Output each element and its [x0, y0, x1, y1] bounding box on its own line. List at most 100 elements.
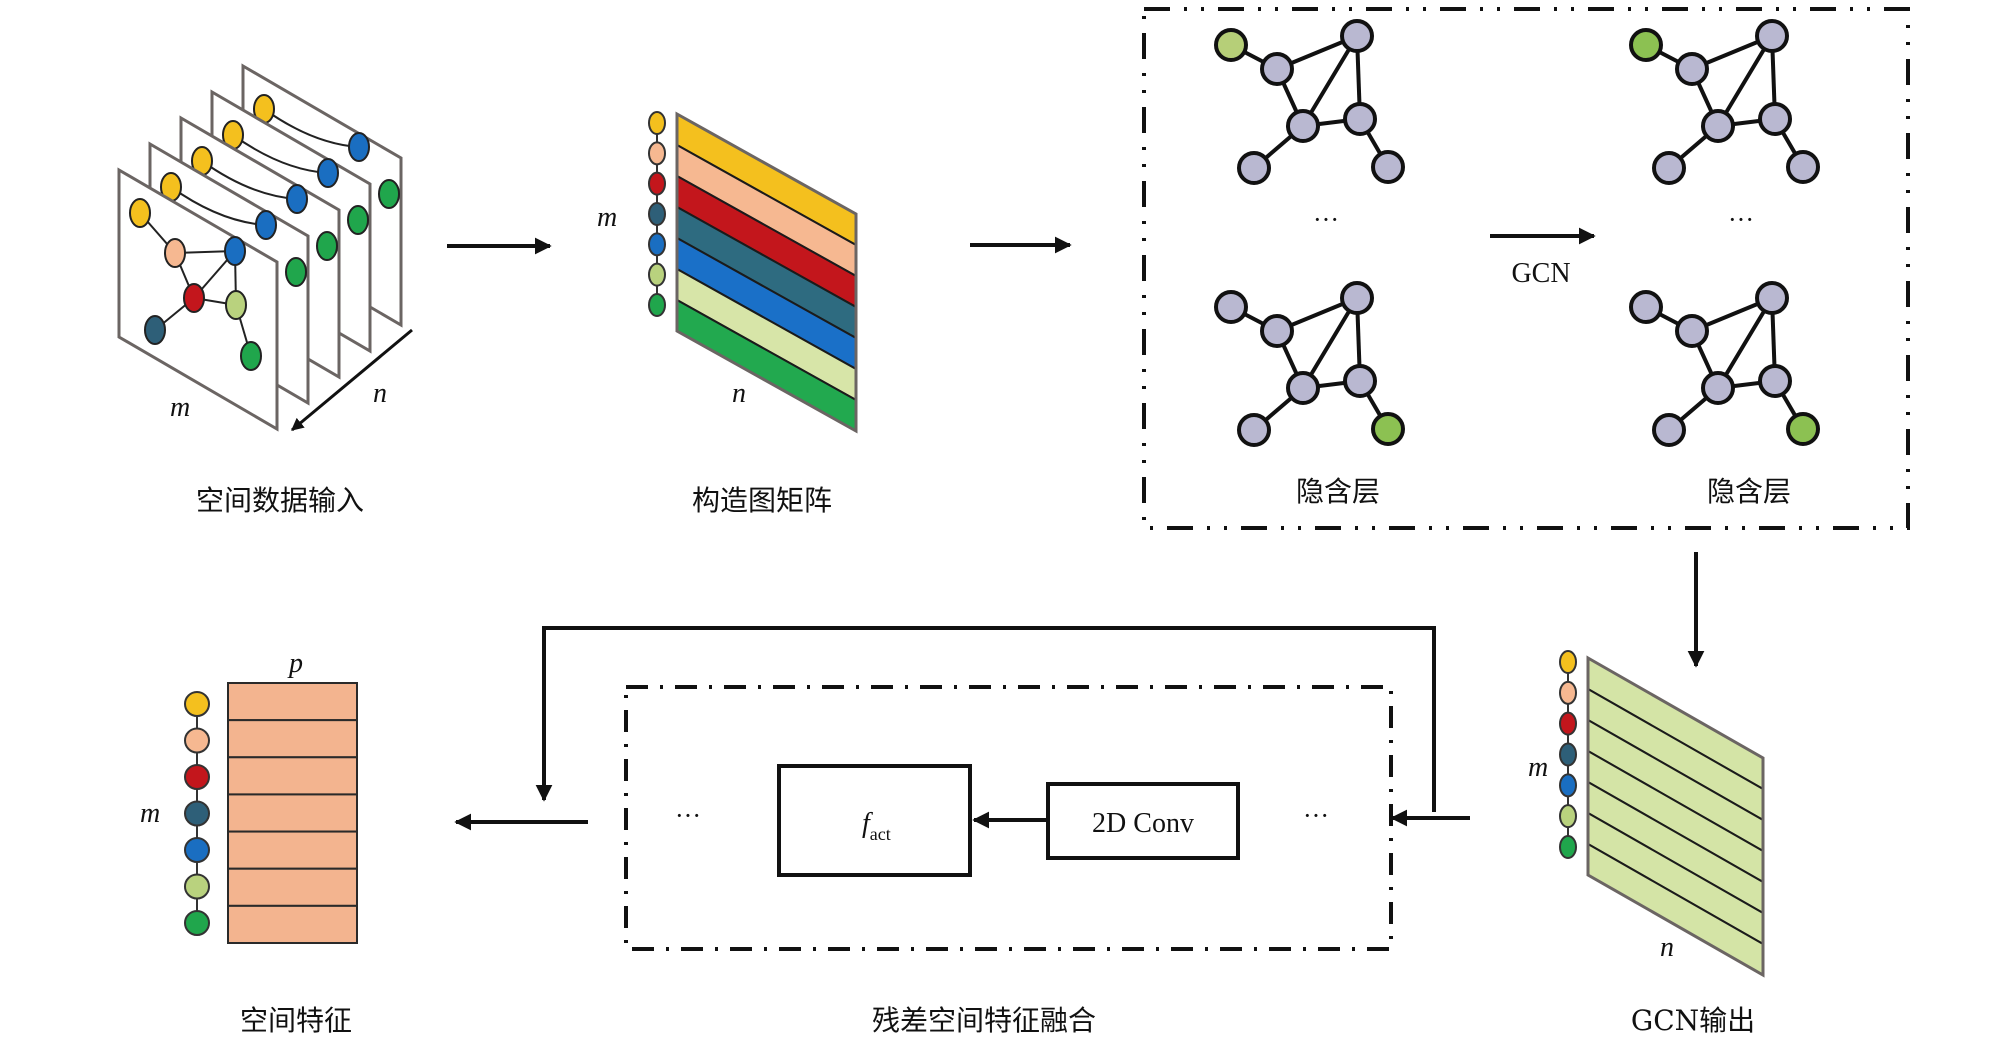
feature-node: [648, 262, 666, 287]
highlighted-graph-node: [1214, 28, 1248, 62]
feature-node: [1559, 804, 1577, 829]
feature-row: [227, 904, 358, 944]
spatial-feature-node-column: [184, 691, 210, 936]
gcn-graph: [1214, 19, 1405, 185]
hidden-ellipsis-left: ···: [1313, 205, 1339, 234]
graph-node: [255, 210, 277, 240]
graph-node: [144, 315, 166, 345]
matrix-label: 构造图矩阵: [692, 484, 832, 517]
hidden-layer-label-left: 隐含层: [1296, 475, 1380, 508]
features-label: 空间特征: [240, 1004, 352, 1037]
feature-node: [184, 727, 210, 754]
graph-edge: [1301, 34, 1359, 128]
feature-node: [184, 800, 210, 827]
graph-node: [378, 179, 400, 209]
hidden-ellipsis-right: ···: [1728, 205, 1754, 234]
graph-node: [1701, 371, 1735, 405]
highlighted-graph-node: [1371, 412, 1405, 446]
input-dim-n: n: [373, 378, 387, 409]
graph-node: [240, 341, 262, 371]
residual-ellipsis-left: ···: [675, 801, 701, 830]
feature-row: [227, 756, 358, 796]
graph-node: [1675, 314, 1709, 348]
gcn-output-label: GCN输出: [1631, 1004, 1755, 1037]
graph-node: [1371, 150, 1405, 184]
graph-node: [348, 132, 370, 162]
feature-node: [1559, 835, 1577, 859]
graph-node: [164, 238, 186, 268]
graph-node: [1755, 281, 1789, 315]
input-graph-panel: [117, 167, 279, 432]
gcn-output-dim-n: n: [1660, 932, 1674, 963]
feature-row: [227, 830, 358, 870]
features-dim-p: p: [287, 648, 303, 679]
graph-node: [1340, 281, 1374, 315]
graph-node: [1237, 413, 1271, 447]
graph-node: [183, 283, 205, 313]
spatial-input-stack: [117, 63, 403, 432]
graph-node: [286, 184, 308, 214]
hidden-layer-graphs: [1214, 19, 1820, 447]
graph-node: [224, 236, 246, 266]
gcn-graph: [1214, 281, 1405, 447]
feature-node: [648, 293, 666, 317]
residual-skip-connection: [535, 626, 1436, 812]
feature-node: [648, 232, 666, 257]
feature-node: [1559, 773, 1577, 798]
graph-node: [1214, 290, 1248, 324]
graph-node: [1237, 151, 1271, 185]
graph-node: [1260, 52, 1294, 86]
highlighted-graph-node: [1786, 412, 1820, 446]
activation-label: fact: [862, 808, 891, 844]
graph-matrix: [675, 111, 858, 434]
spatial-feature-matrix: [227, 682, 358, 944]
conv2d-label: 2D Conv: [1092, 808, 1194, 839]
graph-node: [1758, 102, 1792, 136]
feature-row: [227, 867, 358, 907]
feature-node: [1559, 742, 1577, 767]
feature-node: [184, 764, 210, 790]
graph-node: [129, 198, 151, 228]
feature-node: [648, 141, 666, 166]
input-label: 空间数据输入: [196, 484, 364, 517]
feature-node: [648, 202, 666, 226]
gcn-graph: [1629, 19, 1820, 185]
feature-row: [227, 719, 358, 759]
residual-label: 残差空间特征融合: [872, 1004, 1096, 1037]
matrix-frame: [675, 111, 858, 434]
feature-node: [1559, 650, 1577, 674]
graph-node: [1286, 109, 1320, 143]
graph-node: [1701, 109, 1735, 143]
gcn-output-dim-m: m: [1528, 752, 1548, 783]
graph-node: [316, 231, 338, 261]
graph-node: [1260, 314, 1294, 348]
graph-node: [1652, 151, 1686, 185]
gcn-output-node-column: [1559, 650, 1577, 859]
graph-node: [1629, 290, 1663, 324]
graph-edge: [1716, 296, 1774, 390]
graph-node: [347, 205, 369, 235]
graph-node: [285, 257, 307, 287]
input-dim-m: m: [170, 392, 190, 423]
feature-node: [184, 873, 210, 900]
feature-node: [648, 111, 666, 135]
graph-matrix-node-column: [648, 111, 666, 317]
matrix-dim-n: n: [732, 378, 746, 409]
feature-node: [184, 910, 210, 936]
graph-edge: [1301, 296, 1359, 390]
graph-node: [225, 290, 247, 320]
graph-node: [1758, 364, 1792, 398]
graph-node: [1755, 19, 1789, 53]
residual-ellipsis-right: ···: [1303, 801, 1329, 830]
graph-node: [1343, 364, 1377, 398]
conv2d-block: [1046, 782, 1240, 860]
matrix-frame: [1586, 655, 1765, 978]
activation-block: [777, 764, 972, 877]
gcn-op-label: GCN: [1511, 258, 1570, 289]
hidden-layer-label-right: 隐含层: [1707, 475, 1791, 508]
graph-node: [1343, 102, 1377, 136]
graph-node: [1286, 371, 1320, 405]
highlighted-graph-node: [1629, 28, 1663, 62]
gcn-graph: [1629, 281, 1820, 447]
